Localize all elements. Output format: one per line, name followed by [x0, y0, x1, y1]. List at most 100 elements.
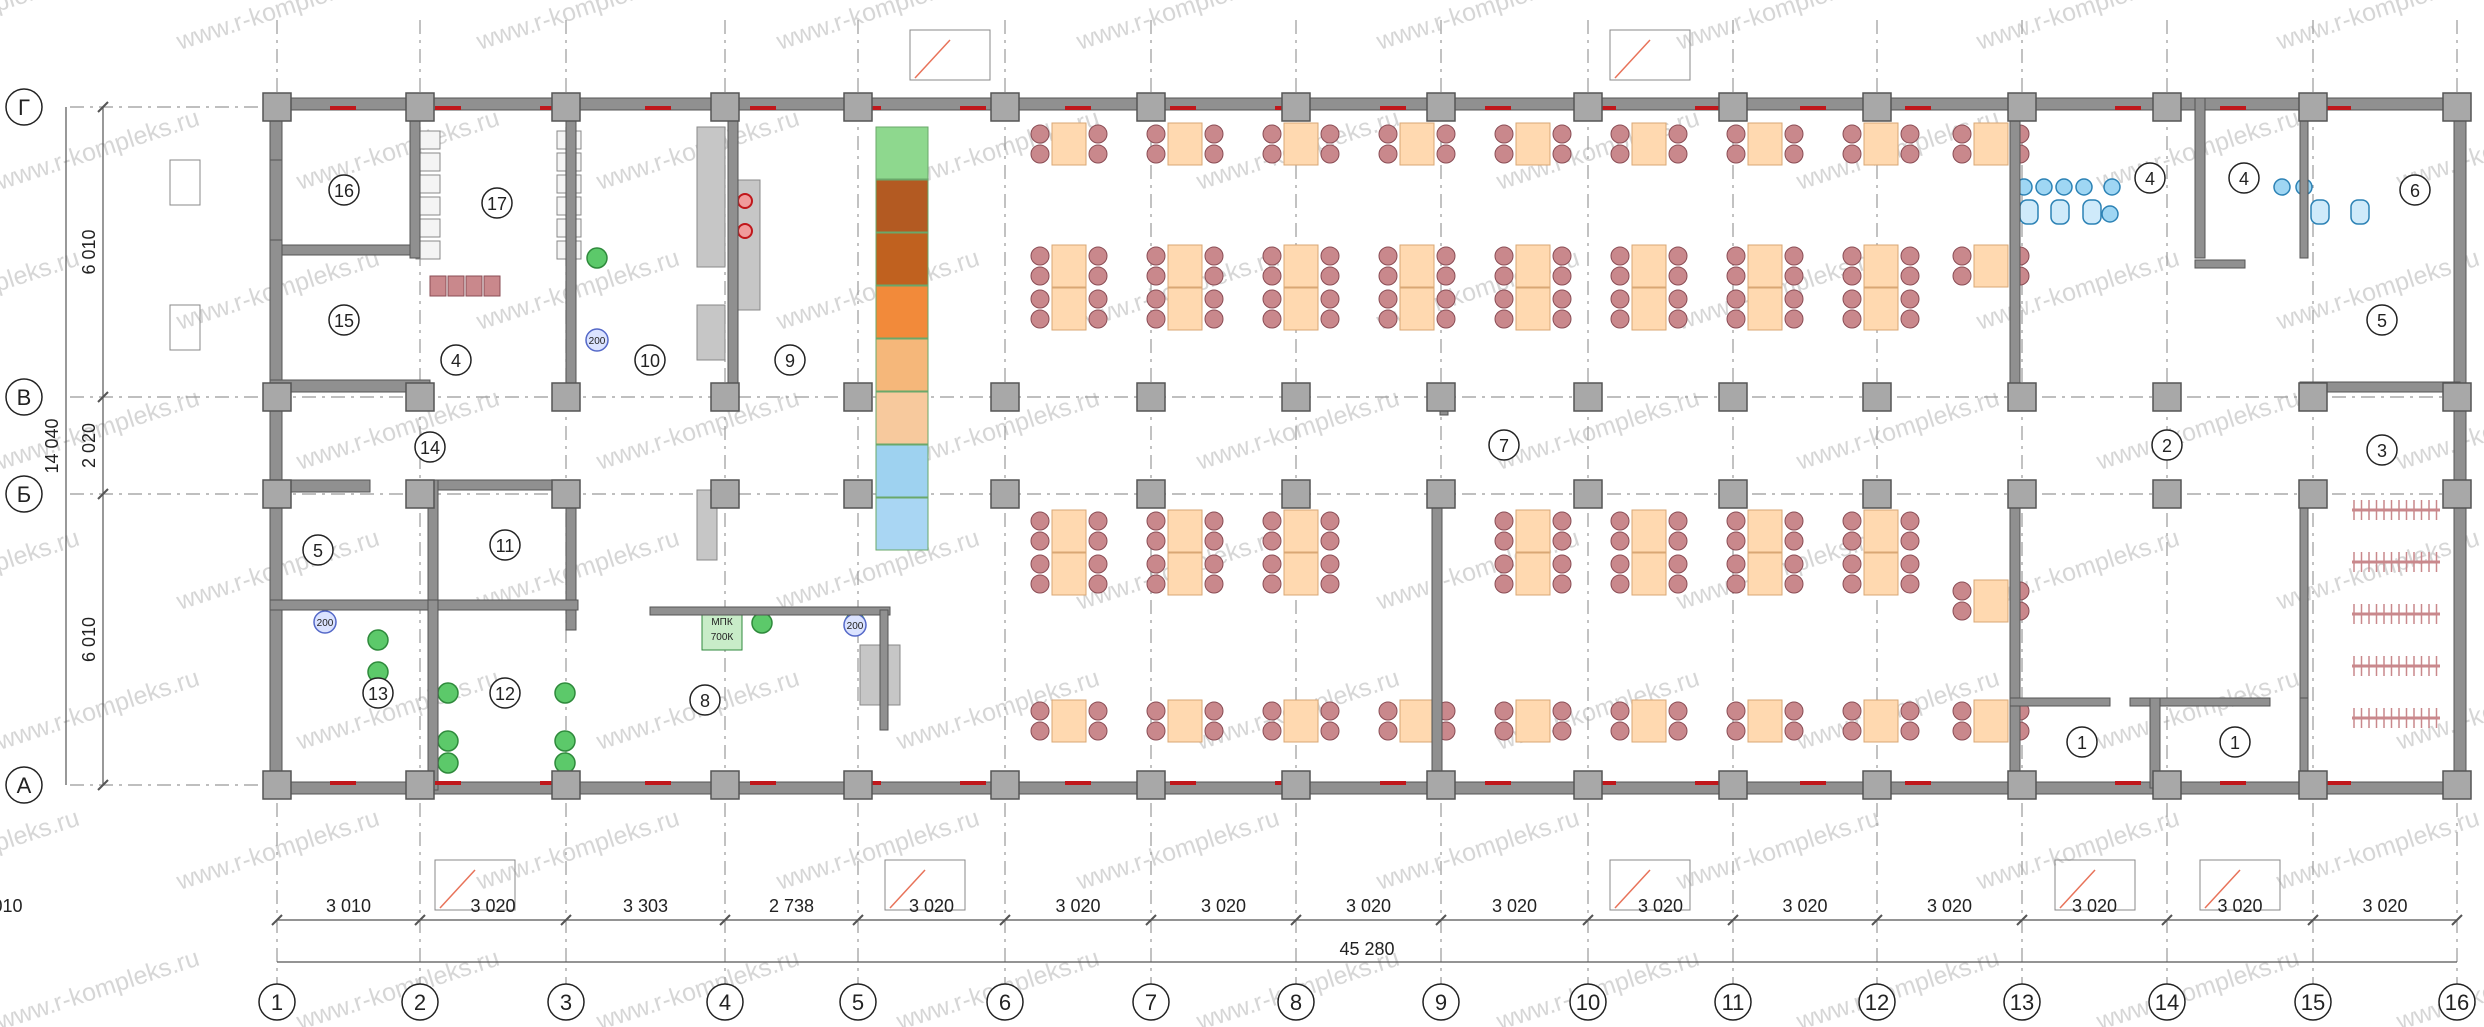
- window: [435, 781, 461, 785]
- dining-table: [1973, 244, 2009, 288]
- chair: [1030, 309, 1050, 329]
- room-number: 11: [496, 536, 515, 556]
- structural-column: [710, 770, 740, 800]
- dining-table: [1515, 244, 1551, 288]
- chair: [1784, 511, 1804, 531]
- watermark-text: www.r-kompleks.ru: [292, 944, 502, 1027]
- window: [1065, 781, 1091, 785]
- chair: [1088, 266, 1108, 286]
- door-swing: [914, 39, 951, 79]
- chair: [1784, 144, 1804, 164]
- chair: [1668, 266, 1688, 286]
- chair: [1726, 266, 1746, 286]
- chair: [1494, 246, 1514, 266]
- wall-segment: [2009, 697, 2111, 707]
- chair: [1900, 266, 1920, 286]
- room-number-circle: [2151, 429, 2183, 461]
- chair: [1726, 511, 1746, 531]
- chair: [1436, 144, 1456, 164]
- window: [1170, 781, 1196, 785]
- chair: [1204, 309, 1224, 329]
- dimension-tick: [719, 914, 731, 926]
- toilet-icon: [2050, 199, 2070, 225]
- structural-column: [990, 479, 1020, 509]
- dimension-tick: [2016, 914, 2028, 926]
- sink-icon: [2273, 178, 2291, 196]
- chair: [1146, 511, 1166, 531]
- structural-column: [1136, 92, 1166, 122]
- structural-column: [405, 770, 435, 800]
- axis-label-column: 14: [2155, 990, 2179, 1015]
- window: [2220, 106, 2246, 110]
- dimension-value: 3 020: [1201, 896, 1246, 916]
- wall-segment: [427, 599, 439, 791]
- dimension-tick: [1727, 914, 1739, 926]
- chair: [1088, 531, 1108, 551]
- chair: [1204, 511, 1224, 531]
- dining-table: [1515, 699, 1551, 743]
- wall-segment: [409, 97, 421, 259]
- room-number-circle: [414, 431, 446, 463]
- dimension-value: 3 020: [1638, 896, 1683, 916]
- kitchen-equipment-block: [875, 391, 929, 445]
- wall-segment: [2129, 697, 2271, 707]
- watermark-text: www.r-kompleks.ru: [0, 664, 203, 756]
- sink-icon: [2055, 178, 2073, 196]
- structural-column: [1136, 479, 1166, 509]
- room-number: 1: [2077, 733, 2087, 753]
- door-swing: [889, 869, 926, 909]
- chair: [1436, 124, 1456, 144]
- window: [1485, 106, 1511, 110]
- room-number: 8: [700, 691, 710, 711]
- storage-crate: [465, 275, 483, 297]
- chair: [1378, 144, 1398, 164]
- watermark-text: www.r-kompleks.ru: [0, 524, 83, 616]
- chair: [1610, 246, 1630, 266]
- chair: [1900, 309, 1920, 329]
- dining-table: [1863, 509, 1899, 553]
- chair: [1146, 701, 1166, 721]
- structural-column: [2442, 479, 2472, 509]
- room-number: 2: [2162, 436, 2172, 456]
- dimension-value: 3 020: [1782, 896, 1827, 916]
- dimension-value: 3 020: [1055, 896, 1100, 916]
- dining-table: [1283, 122, 1319, 166]
- axis-marker-column: [706, 983, 744, 1021]
- window: [1695, 106, 1721, 110]
- room-number-circle: [481, 187, 513, 219]
- chair: [1842, 144, 1862, 164]
- watermark-text: www.r-kompleks.ru: [1972, 0, 2182, 56]
- dimension-tick: [1871, 914, 1883, 926]
- structural-column: [990, 382, 1020, 412]
- watermark-text: www.r-kompleks.ru: [472, 804, 682, 896]
- chair: [1842, 701, 1862, 721]
- structural-column: [1862, 479, 1892, 509]
- structural-column: [1862, 92, 1892, 122]
- dining-table: [1283, 287, 1319, 331]
- chair: [1204, 574, 1224, 594]
- chair: [1610, 701, 1630, 721]
- room-number: 3: [2377, 441, 2387, 461]
- room-number-circle: [440, 344, 472, 376]
- chair: [1842, 246, 1862, 266]
- chair: [1842, 511, 1862, 531]
- chair: [1726, 144, 1746, 164]
- dimension-tick: [97, 488, 109, 500]
- chair: [1030, 124, 1050, 144]
- chair: [1204, 246, 1224, 266]
- chair: [1204, 266, 1224, 286]
- dining-table: [1051, 509, 1087, 553]
- watermark-text: www.r-kompleks.ru: [2272, 0, 2482, 56]
- dimension-value: 2 738: [769, 896, 814, 916]
- room-number: 7: [1499, 436, 1509, 456]
- wall-segment: [269, 244, 411, 256]
- chair: [1088, 574, 1108, 594]
- watermark-text: www.r-kompleks.ru: [1792, 944, 2002, 1027]
- dining-table: [1167, 122, 1203, 166]
- chair: [1494, 309, 1514, 329]
- chair: [1146, 309, 1166, 329]
- chair: [1088, 309, 1108, 329]
- chair: [1262, 309, 1282, 329]
- toilet-icon: [2350, 199, 2370, 225]
